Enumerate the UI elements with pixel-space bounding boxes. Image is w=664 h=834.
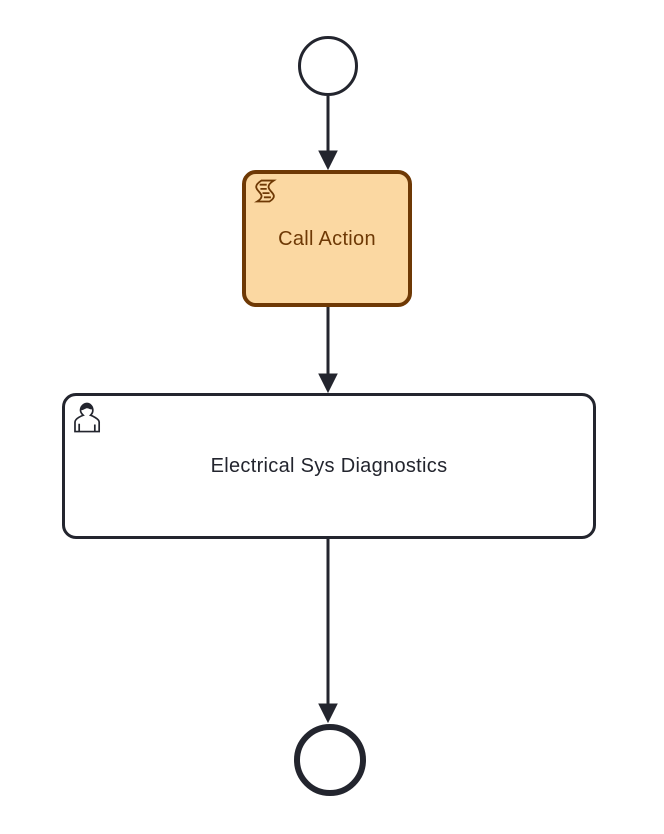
- sequence-flow-start-to-call-action[interactable]: [318, 96, 338, 171]
- user-task-label: Electrical Sys Diagnostics: [210, 455, 448, 477]
- user-icon: [74, 402, 101, 433]
- call-action-label: Call Action: [278, 227, 376, 250]
- call-action-task[interactable]: Call Action: [242, 170, 412, 307]
- user-task-diagnostics[interactable]: Electrical Sys Diagnostics: [62, 393, 596, 539]
- start-event[interactable]: [298, 36, 358, 96]
- end-event[interactable]: [294, 724, 366, 796]
- sequence-flow-diagnostics-to-end[interactable]: [318, 539, 338, 724]
- sequence-flow-call-action-to-diagnostics[interactable]: [318, 307, 338, 394]
- script-icon: [254, 179, 277, 203]
